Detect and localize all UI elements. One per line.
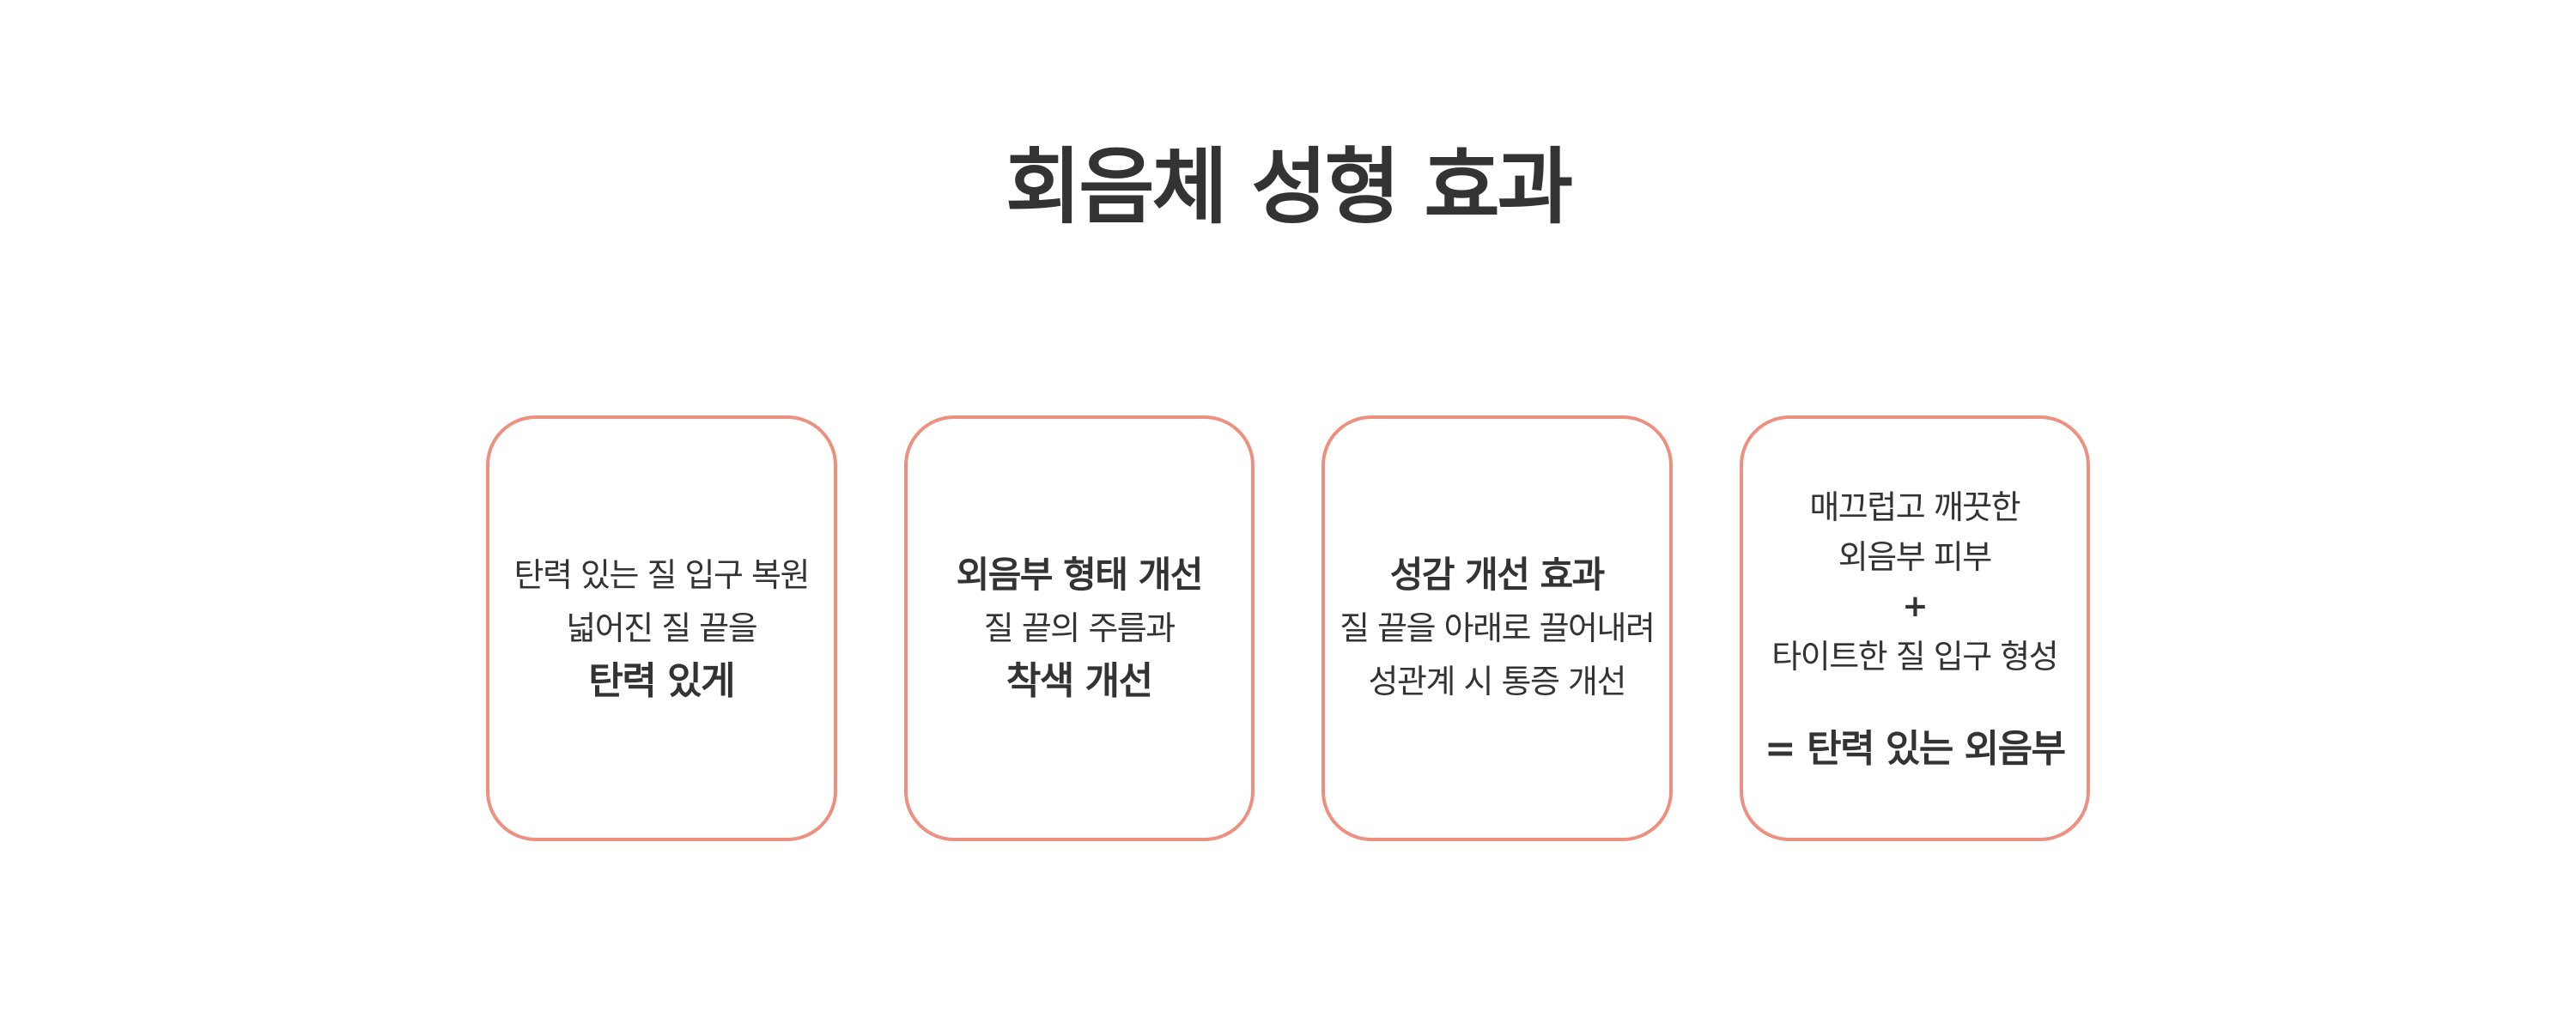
plus-sign: + — [1902, 589, 1928, 624]
card-line: 외음부 피부 — [1838, 538, 1992, 576]
card-highlight: 탄력 있게 — [588, 659, 735, 703]
card-heading: 성감 개선 효과 — [1389, 554, 1606, 596]
effect-cards: 탄력 있는 질 입구 복원 넓어진 질 끝을 탄력 있게 외음부 형태 개선 질… — [486, 415, 2090, 845]
effect-card-elastic-vulva: 매끄럽고 깨끗한 외음부 피부 + 타이트한 질 입구 형성 = 탄력 있는 외… — [1739, 415, 2090, 841]
card-line: 질 끝의 주름과 — [983, 609, 1176, 647]
card-line: 매끄럽고 깨끗한 — [1809, 488, 2020, 526]
card-highlight: 착색 개선 — [1005, 659, 1153, 703]
card-highlight: = 탄력 있는 외음부 — [1764, 727, 2066, 771]
effect-card-entrance-restoration: 탄력 있는 질 입구 복원 넓어진 질 끝을 탄력 있게 — [486, 415, 837, 841]
card-line: 성관계 시 통증 개선 — [1368, 663, 1627, 700]
card-line: 넓어진 질 끝을 — [566, 609, 757, 647]
card-line: 질 끝을 아래로 끌어내려 — [1340, 609, 1656, 647]
card-heading: 외음부 형태 개선 — [956, 554, 1204, 596]
effect-card-vulva-shape: 외음부 형태 개선 질 끝의 주름과 착색 개선 — [903, 415, 1255, 841]
card-line: 탄력 있는 질 입구 복원 — [513, 556, 811, 594]
effect-card-sensation: 성감 개선 효과 질 끝을 아래로 끌어내려 성관계 시 통증 개선 — [1321, 415, 1673, 841]
page-title: 회음체 성형 효과 — [1005, 139, 1573, 235]
card-line: 타이트한 질 입구 형성 — [1771, 638, 2058, 676]
